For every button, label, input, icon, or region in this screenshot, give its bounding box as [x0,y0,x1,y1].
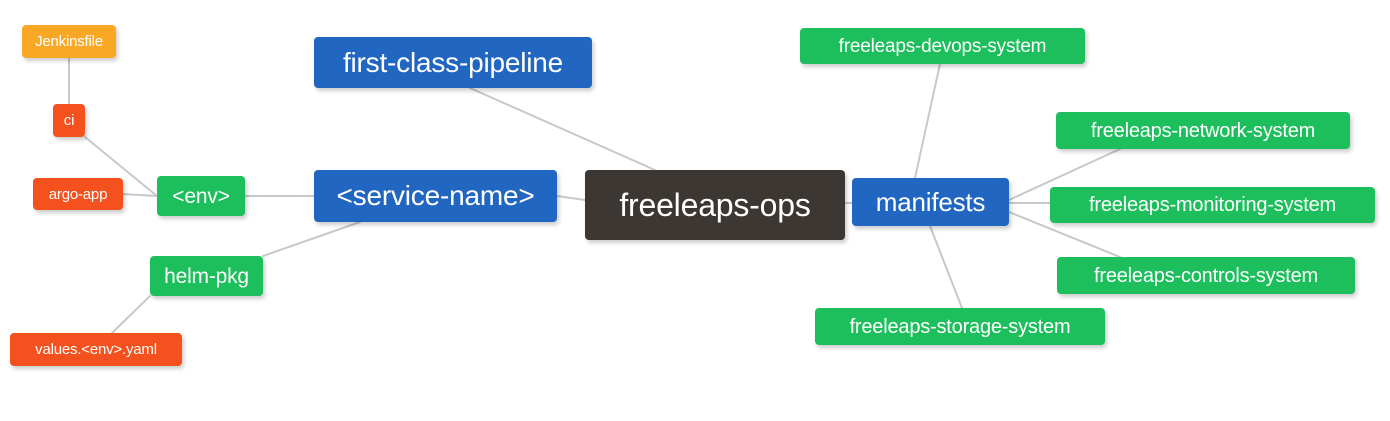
edge-manifests-to-devops-system [914,63,941,179]
node-freeleaps-ops[interactable]: freeleaps-ops [585,170,845,240]
node-values-env-yaml[interactable]: values.<env>.yaml [10,333,182,366]
edge-service-name-to-freeleaps-ops [556,195,586,201]
edge-first-class-pipeline-to-freeleaps-ops [469,87,656,171]
edge-values-env-yaml-to-helm-pkg [111,295,151,334]
node-argo-app[interactable]: argo-app [33,178,123,210]
node-monitoring-system[interactable]: freeleaps-monitoring-system [1050,187,1375,223]
node-devops-system[interactable]: freeleaps-devops-system [800,28,1085,64]
node-storage-system[interactable]: freeleaps-storage-system [815,308,1105,345]
node-jenkinsfile[interactable]: Jenkinsfile [22,25,116,58]
node-network-system[interactable]: freeleaps-network-system [1056,112,1350,149]
node-env[interactable]: <env> [157,176,245,216]
node-helm-pkg[interactable]: helm-pkg [150,256,263,296]
node-manifests[interactable]: manifests [852,178,1009,226]
node-ci[interactable]: ci [53,104,85,137]
node-service-name[interactable]: <service-name> [314,170,557,222]
edge-manifests-to-storage-system [929,225,963,309]
node-first-class-pipeline[interactable]: first-class-pipeline [314,37,592,88]
edge-helm-pkg-to-service-name [262,221,361,257]
node-controls-system[interactable]: freeleaps-controls-system [1057,257,1355,294]
edge-argo-app-to-env [122,193,158,197]
